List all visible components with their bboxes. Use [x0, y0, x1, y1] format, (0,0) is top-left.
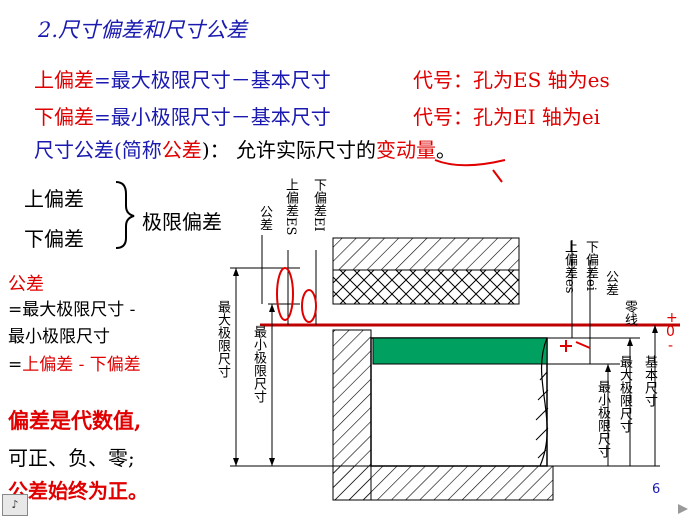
hole-ei-label: 下偏差EI: [311, 178, 326, 232]
handwritten-underline: [434, 159, 506, 167]
zero-line-label: 零线: [622, 300, 637, 326]
svg-text:+: +: [666, 310, 678, 326]
brace-icon: [115, 181, 135, 249]
lower-deviation-def: =最小极限尺寸－基本尺寸: [94, 105, 331, 129]
brace-upper-label: 上偏差: [24, 187, 84, 211]
tolerance-def-c: )： 允许实际尺寸的: [201, 138, 376, 162]
tolerance-definition-line: 尺寸公差(简称公差)： 允许实际尺寸的变动量。: [34, 134, 456, 163]
shaft-max-size-label: 最大极限尺寸: [617, 355, 632, 433]
hole-min-size-label: 最小极限尺寸: [251, 325, 266, 403]
page-number: 6: [652, 482, 661, 497]
tolerance-formula-line3: =上偏差 - 下偏差: [8, 350, 141, 375]
upper-deviation-def: =最大极限尺寸－基本尺寸: [94, 68, 331, 92]
lower-deviation-term: 下偏差: [34, 105, 94, 129]
lower-deviation-code: 代号：孔为EI 轴为ei: [413, 105, 601, 129]
shaft-tolerance-label: 公差: [603, 270, 618, 296]
tolerance-formula-title: 公差: [8, 274, 44, 295]
hole-es-label: 上偏差ES: [283, 178, 298, 236]
slide-title: 2.尺寸偏差和尺寸公差: [38, 18, 248, 42]
limit-deviation-label: 极限偏差: [142, 210, 222, 234]
tolerance-formula-line1: =最大极限尺寸 -: [8, 300, 136, 320]
tolerance-def-d: 变动量: [375, 138, 436, 162]
hole-tolerance-label: 公差: [257, 205, 272, 231]
tolerance-def-e: 。: [435, 138, 456, 162]
svg-text:0: 0: [666, 324, 675, 340]
basic-size-label: 基本尺寸: [642, 355, 657, 407]
tolerance-def-b: 公差: [161, 138, 202, 162]
speaker-icon[interactable]: ♪: [2, 494, 28, 516]
tolerance-formula-result: 上偏差 - 下偏差: [22, 355, 141, 375]
svg-text:-: -: [668, 338, 673, 354]
positive-note: 公差始终为正。: [8, 479, 148, 503]
tolerance-formula-eq: =: [8, 355, 23, 375]
upper-deviation-term: 上偏差: [34, 68, 94, 92]
algebraic-note: 偏差是代数值,: [8, 408, 142, 433]
brace-lower-label: 下偏差: [24, 227, 84, 251]
shaft-es-label: 上偏差es: [562, 240, 577, 294]
upper-deviation-line: 上偏差=最大极限尺寸－基本尺寸: [34, 64, 331, 93]
sign-note: 可正、负、零;: [8, 446, 135, 470]
tolerance-formula-line2: 最小极限尺寸: [8, 327, 110, 347]
hole-max-size-label: 最大极限尺寸: [215, 300, 230, 378]
shaft-min-size-label: 最小极限尺寸: [595, 380, 610, 458]
tolerance-def-a: 尺寸公差(简称: [34, 138, 162, 162]
lower-deviation-line: 下偏差=最小极限尺寸－基本尺寸: [34, 101, 331, 130]
shaft-ei-label: 下偏差ei: [583, 240, 598, 291]
upper-deviation-code: 代号：孔为ES 轴为es: [413, 68, 610, 92]
